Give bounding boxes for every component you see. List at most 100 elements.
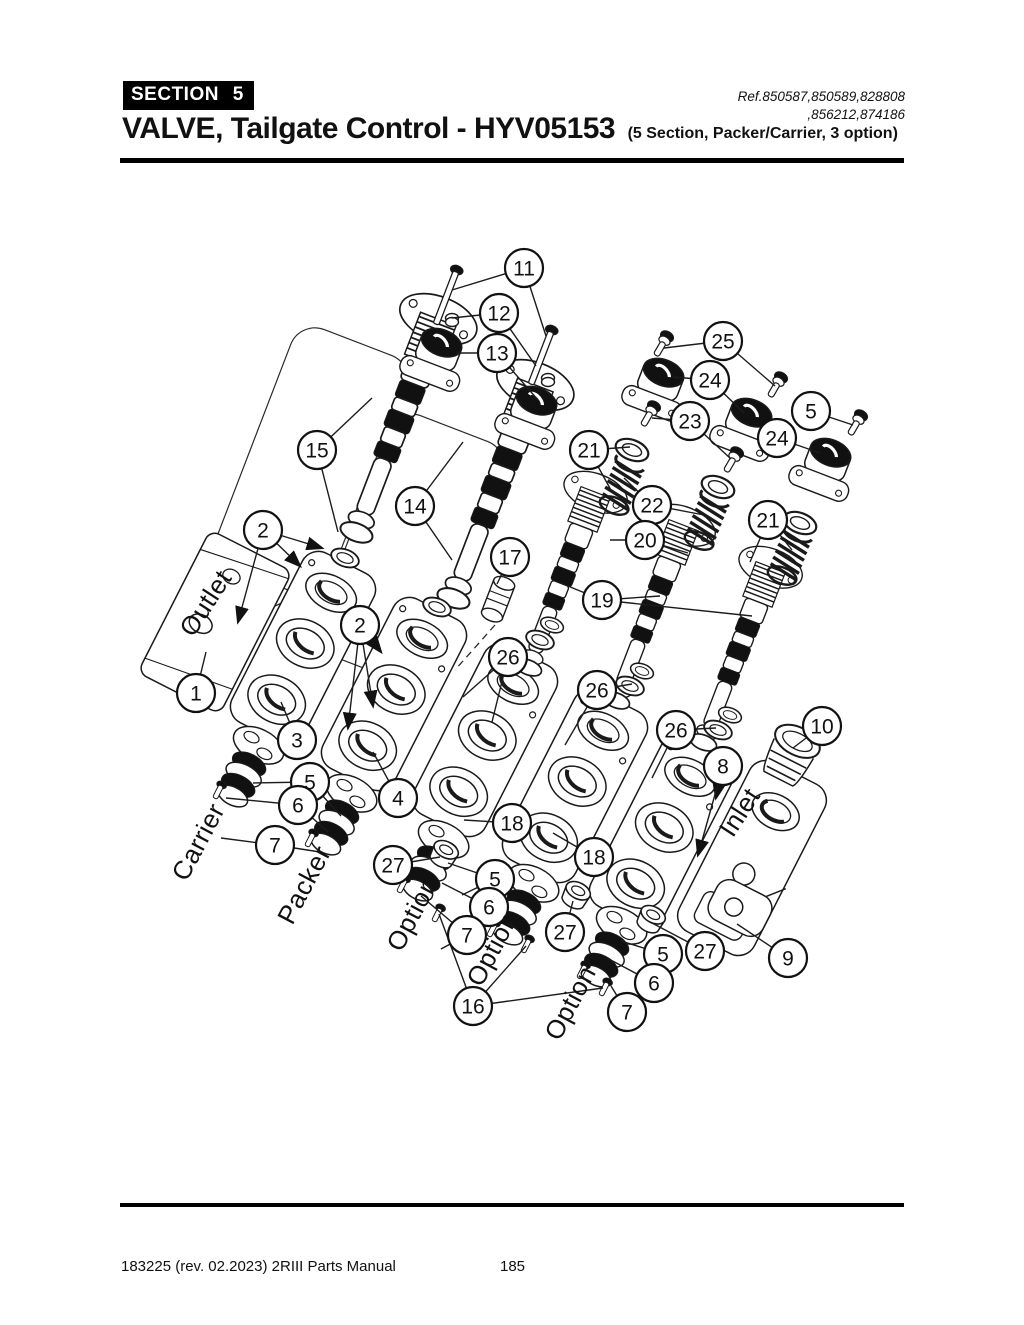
svg-text:23: 23	[678, 411, 701, 434]
svg-text:22: 22	[640, 495, 663, 518]
callout-17: 17	[489, 536, 531, 578]
callout-2: 2	[242, 509, 284, 551]
ref-line-2: ,856212,874186	[807, 106, 905, 122]
inlet-plug	[763, 723, 821, 787]
cartridge-17	[480, 575, 516, 623]
svg-text:5: 5	[304, 772, 316, 795]
svg-text:20: 20	[633, 530, 656, 553]
svg-text:27: 27	[553, 922, 576, 945]
callout-2: 2	[339, 604, 381, 646]
svg-text:6: 6	[292, 795, 304, 818]
ref-line-1: Ref.850587,850589,828808	[737, 89, 905, 104]
svg-text:21: 21	[577, 440, 600, 463]
callout-9: 9	[767, 937, 809, 979]
svg-text:27: 27	[693, 941, 716, 964]
svg-text:11: 11	[513, 258, 535, 281]
svg-text:26: 26	[664, 720, 687, 743]
svg-text:7: 7	[269, 835, 281, 858]
svg-text:8: 8	[717, 756, 729, 779]
svg-text:12: 12	[487, 303, 510, 326]
svg-text:17: 17	[498, 547, 521, 570]
svg-text:1: 1	[190, 683, 202, 706]
callout-13: 13	[476, 332, 518, 374]
svg-text:2: 2	[257, 520, 269, 543]
callout-24: 24	[689, 359, 731, 401]
callout-23: 23	[669, 400, 711, 442]
callout-26: 26	[655, 709, 697, 751]
svg-text:9: 9	[782, 948, 794, 971]
label-option: Option	[538, 961, 602, 1045]
svg-text:3: 3	[291, 730, 303, 753]
callout-22: 22	[631, 484, 673, 526]
callout-6: 6	[468, 886, 510, 928]
callout-10: 10	[801, 705, 843, 747]
svg-text:15: 15	[305, 440, 328, 463]
callout-7: 7	[254, 824, 296, 866]
svg-text:19: 19	[590, 590, 613, 613]
callout-8: 8	[702, 745, 744, 787]
callout-18: 18	[491, 802, 533, 844]
callout-7: 7	[606, 991, 648, 1033]
label-carrier: Carrier	[165, 798, 230, 885]
callout-4: 4	[377, 777, 419, 819]
callout-25: 25	[702, 320, 744, 362]
svg-text:5: 5	[805, 401, 817, 424]
svg-text:7: 7	[621, 1002, 633, 1025]
header-rule	[120, 158, 904, 163]
title-suffix: (5 Section, Packer/Carrier, 3 option)	[627, 125, 898, 142]
callout-21: 21	[747, 499, 789, 541]
page-title: VALVE, Tailgate Control - HYV05153 (5 Se…	[122, 112, 922, 146]
valve-artwork	[140, 262, 871, 999]
callout-6: 6	[277, 784, 319, 826]
callout-26: 26	[576, 669, 618, 711]
svg-text:6: 6	[648, 973, 660, 996]
callout-21: 21	[568, 429, 610, 471]
callout-3: 3	[276, 719, 318, 761]
callout-12: 12	[478, 292, 520, 334]
callout-6: 6	[633, 962, 675, 1004]
svg-text:7: 7	[461, 925, 473, 948]
callout-18: 18	[573, 836, 615, 878]
callout-7: 7	[446, 914, 488, 956]
svg-text:25: 25	[711, 331, 734, 354]
svg-text:18: 18	[500, 813, 523, 836]
svg-text:6: 6	[483, 897, 495, 920]
footer-rule	[120, 1203, 904, 1207]
svg-text:13: 13	[485, 343, 508, 366]
svg-text:24: 24	[765, 428, 789, 451]
svg-text:2: 2	[354, 615, 366, 638]
callout-27: 27	[372, 844, 414, 886]
svg-text:4: 4	[392, 788, 404, 811]
footer-page-number: 185	[500, 1258, 526, 1275]
callout-26: 26	[487, 636, 529, 678]
svg-text:18: 18	[582, 847, 605, 870]
callout-27: 27	[684, 930, 726, 972]
svg-text:16: 16	[461, 996, 484, 1019]
footer-document-info: 183225 (rev. 02.2023) 2RIII Parts Manual	[121, 1258, 396, 1275]
svg-text:26: 26	[496, 647, 519, 670]
callout-5: 5	[790, 390, 832, 432]
svg-text:24: 24	[698, 370, 722, 393]
section-badge: SECTION 5	[123, 81, 254, 110]
ref-numbers: Ref.850587,850589,828808 ,856212,874186	[738, 88, 905, 123]
svg-text:27: 27	[381, 855, 404, 878]
title-main: VALVE, Tailgate Control - HYV05153	[122, 112, 616, 145]
svg-text:5: 5	[657, 944, 669, 967]
callout-19: 19	[581, 579, 623, 621]
callout-27: 27	[544, 911, 586, 953]
callout-16: 16	[452, 985, 494, 1027]
outlet-plate	[140, 532, 290, 712]
svg-text:14: 14	[403, 496, 427, 519]
svg-text:21: 21	[756, 510, 779, 533]
callout-15: 15	[296, 429, 338, 471]
callout-20: 20	[624, 519, 666, 561]
callout-11: 11	[503, 247, 545, 289]
callout-1: 1	[175, 672, 217, 714]
svg-text:26: 26	[585, 680, 608, 703]
svg-text:10: 10	[810, 716, 833, 739]
callout-14: 14	[394, 485, 436, 527]
svg-text:5: 5	[489, 869, 501, 892]
